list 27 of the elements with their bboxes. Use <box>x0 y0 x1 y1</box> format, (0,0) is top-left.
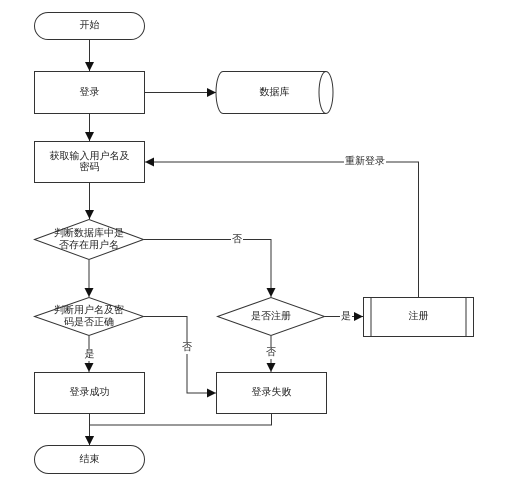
edge-label: 否 <box>265 347 277 359</box>
node-label: 数据库 <box>258 86 290 98</box>
node-label: 获取输入用户名及密码 <box>48 150 130 174</box>
edge-label: 是 <box>340 311 352 323</box>
arrow <box>144 88 216 97</box>
node-label: 开始 <box>78 20 100 32</box>
arrow <box>85 182 94 220</box>
node-label: 注册 <box>408 311 430 323</box>
arrow <box>85 414 272 446</box>
node-label: 登录失败 <box>250 387 292 399</box>
edge-label: 重新登录 <box>344 156 386 168</box>
edge-label: 否 <box>181 342 193 354</box>
node-label: 结束 <box>78 454 100 466</box>
edge-label: 否 <box>231 234 243 246</box>
arrow <box>85 114 94 142</box>
node-label: 判断用户名及密码是否正确 <box>53 305 125 328</box>
arrow <box>144 239 276 298</box>
arrow <box>324 312 364 321</box>
node-label: 是否注册 <box>250 310 292 322</box>
arrow <box>144 158 419 298</box>
edge-label: 是 <box>84 349 96 361</box>
arrow <box>85 40 94 72</box>
arrow <box>84 260 94 298</box>
node-label: 判断数据库中是否存在用户名 <box>53 228 125 251</box>
node-label: 登录成功 <box>68 387 110 399</box>
arrow <box>144 316 216 398</box>
node-label: 登录 <box>78 86 100 98</box>
